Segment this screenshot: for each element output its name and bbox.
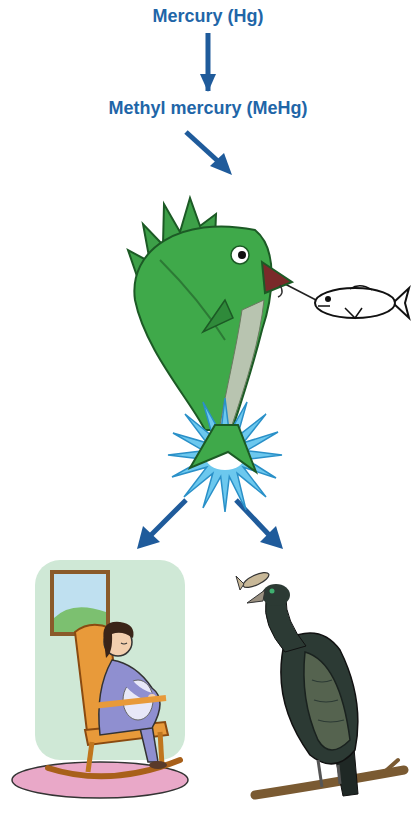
cormorant-bird <box>236 576 244 590</box>
text-node: Methyl mercury (MeHg) <box>104 95 311 121</box>
flow-arrow-art <box>260 526 283 549</box>
cormorant-bird <box>312 680 344 722</box>
cormorant-bird <box>262 584 290 606</box>
bass-fish <box>278 285 282 297</box>
bass-fish <box>238 251 246 259</box>
bass-fish <box>128 198 292 430</box>
pregnant-woman-figure <box>12 762 188 798</box>
cormorant-bird <box>318 760 322 787</box>
water-splash <box>168 398 282 512</box>
bass-fish <box>160 260 225 340</box>
bass-fish <box>262 262 292 293</box>
flow-arrow-art <box>210 153 232 175</box>
pregnant-woman-figure <box>35 560 185 760</box>
pregnant-woman-figure <box>103 622 133 658</box>
small-fish-outline <box>285 284 316 300</box>
bass-fish <box>134 226 271 430</box>
pregnant-woman-figure <box>140 725 158 762</box>
flow-arrow-art <box>236 500 272 538</box>
water-splash <box>168 398 282 512</box>
cormorant-bird <box>265 598 306 652</box>
pregnant-woman-figure <box>149 761 167 769</box>
cormorant-bird <box>270 589 275 594</box>
pregnant-woman-figure <box>118 668 150 697</box>
small-fish-outline <box>345 308 362 318</box>
bass-fish <box>203 300 233 332</box>
water-splash <box>190 425 256 472</box>
cormorant-bird <box>380 760 398 776</box>
node-label: Methyl mercury (MeHg) <box>108 97 307 119</box>
cormorant-bird <box>241 570 271 591</box>
small-fish-outline <box>350 286 372 290</box>
pregnant-woman-figure <box>48 760 180 776</box>
cormorant-bird <box>236 570 404 796</box>
flow-arrow <box>205 33 210 91</box>
flow-arrow-art <box>137 526 160 549</box>
node-label: Mercury (Hg) <box>152 5 263 27</box>
pregnant-woman-figure <box>12 560 188 798</box>
pregnant-woman-figure <box>160 732 162 765</box>
cormorant-bird <box>281 633 358 764</box>
cormorant-bird <box>338 765 340 784</box>
flow-arrow-art <box>148 500 186 538</box>
text-node: Mercury (Hg) <box>148 3 267 29</box>
small-fish-outline <box>315 288 395 318</box>
pregnant-woman-figure <box>88 742 92 772</box>
cormorant-bird <box>304 652 350 750</box>
small-fish-outline <box>318 305 330 307</box>
small-fish-outline <box>325 296 331 302</box>
pregnant-woman-figure <box>92 698 166 706</box>
flow-arrow-art <box>186 132 220 163</box>
pregnant-woman-figure <box>121 643 127 644</box>
bass-fish <box>231 246 249 264</box>
small-fish-outline <box>285 284 409 318</box>
cormorant-bird <box>247 590 265 603</box>
